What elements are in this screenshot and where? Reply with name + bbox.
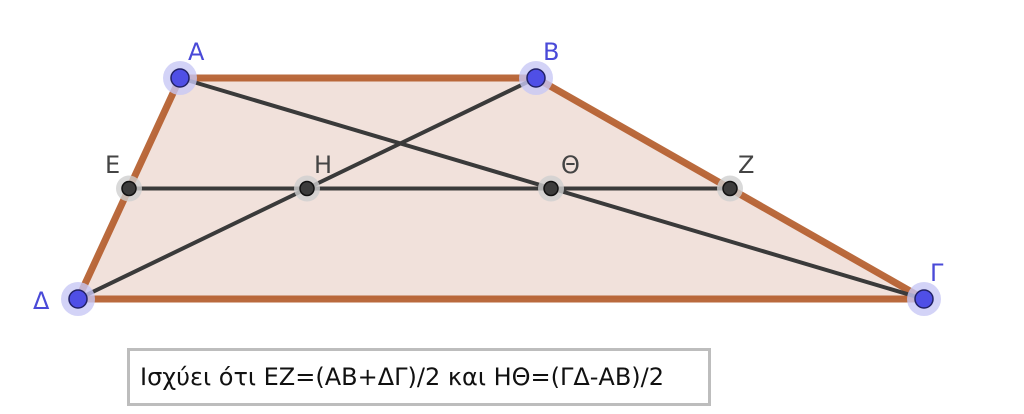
vertex-a[interactable] <box>170 68 190 88</box>
caption-text: Ισχύει ότι ΕΖ=(ΑΒ+ΔΓ)/2 και ΗΘ=(ΓΔ-ΑΒ)/2 <box>140 363 665 391</box>
point-h[interactable] <box>299 180 315 197</box>
label-g: Γ <box>930 259 944 287</box>
point-z[interactable] <box>722 180 738 197</box>
vertex-b[interactable] <box>526 68 546 88</box>
label-d: Δ <box>33 287 50 315</box>
label-h: H <box>314 151 332 179</box>
label-th: Θ <box>561 151 580 179</box>
caption-box: Ισχύει ότι ΕΖ=(ΑΒ+ΔΓ)/2 και ΗΘ=(ΓΔ-ΑΒ)/2 <box>127 348 711 406</box>
label-e: E <box>105 151 120 179</box>
vertex-d[interactable] <box>68 289 88 309</box>
label-a: A <box>188 38 205 66</box>
point-e[interactable] <box>121 180 137 197</box>
label-b: B <box>543 38 559 66</box>
vertex-g[interactable] <box>914 289 934 309</box>
label-z: Z <box>738 151 754 179</box>
point-th[interactable] <box>543 180 559 197</box>
